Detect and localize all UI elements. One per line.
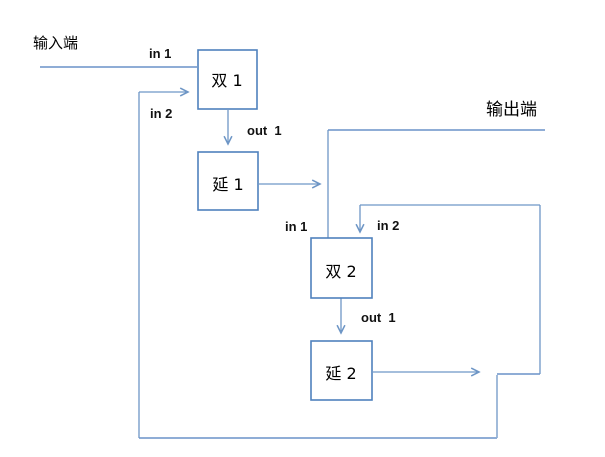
- block-yan1: [197, 151, 259, 211]
- dual2-in1-label: in 1: [285, 219, 307, 234]
- output-terminal-label: 输出端: [486, 100, 537, 120]
- block-yan2: [310, 340, 373, 401]
- block-yan2-label: 延 2: [325, 364, 356, 383]
- dual1-in1-label: in 1: [149, 46, 171, 61]
- dual1-in2-label: in 2: [150, 106, 172, 121]
- dual2-in2-label: in 2: [377, 218, 399, 233]
- block-yan1-label: 延 1: [212, 175, 243, 194]
- block-dual1-label: 双 1: [211, 71, 242, 90]
- block-dual2: [310, 237, 373, 299]
- block-dual1: [197, 49, 258, 110]
- dual1-out-label: out 1: [247, 123, 282, 138]
- dual2-out-label: out 1: [361, 310, 396, 325]
- input-terminal-label: 输入端: [33, 34, 78, 52]
- block-dual2-label: 双 2: [325, 262, 356, 281]
